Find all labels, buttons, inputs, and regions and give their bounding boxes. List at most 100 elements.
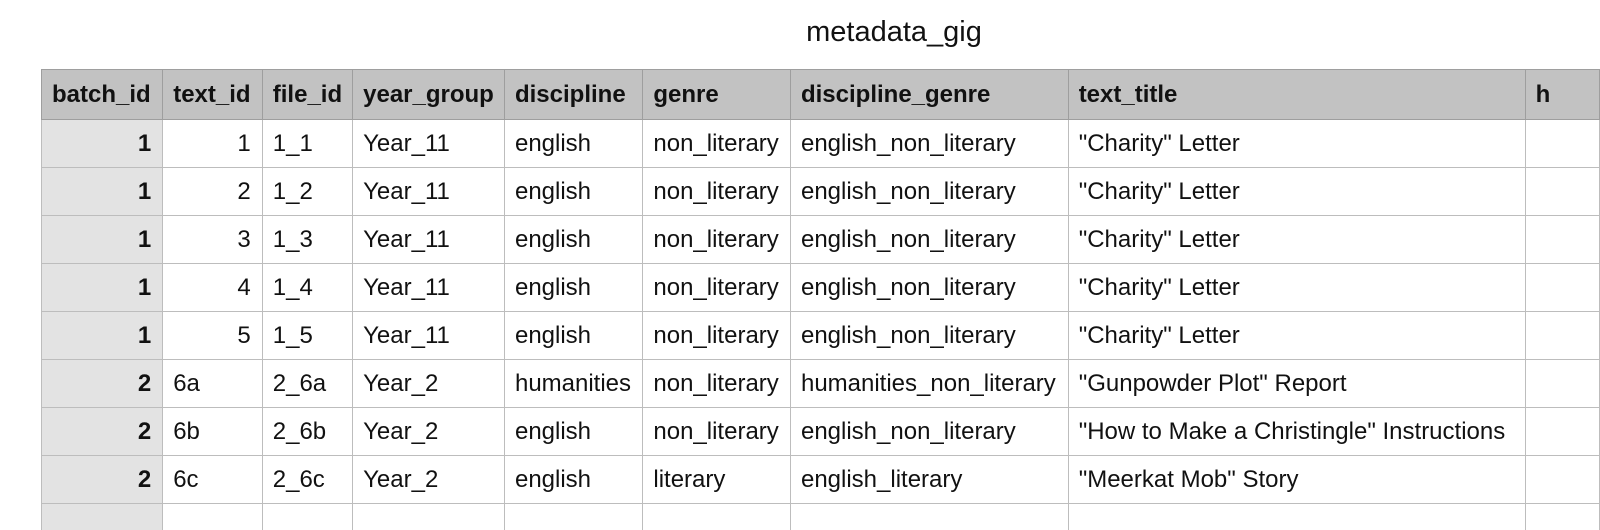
column-header-batch-id[interactable]: batch_id — [41, 69, 164, 120]
cell-file-id[interactable]: 1_1 — [261, 119, 354, 168]
cell-text-title[interactable]: "Meerkat Mob" Story — [1067, 455, 1526, 504]
cell-year-group[interactable]: Year_2 — [352, 407, 505, 456]
cell-text-id[interactable]: 6b — [162, 407, 263, 456]
table-row[interactable] — [41, 503, 1600, 530]
cell-year-group[interactable]: Year_11 — [352, 263, 505, 312]
cell-next[interactable] — [1524, 359, 1600, 408]
column-header-text-title[interactable]: text_title — [1067, 69, 1526, 120]
cell-discipline-genre[interactable]: english_non_literary — [789, 119, 1069, 168]
cell-batch-id[interactable]: 2 — [41, 359, 164, 408]
cell-next[interactable] — [1524, 455, 1600, 504]
cell-discipline[interactable]: english — [503, 455, 644, 504]
cell-year-group[interactable]: Year_2 — [352, 359, 505, 408]
cell-discipline[interactable]: english — [503, 263, 644, 312]
column-header-file-id[interactable]: file_id — [261, 69, 354, 120]
cell-discipline[interactable]: english — [503, 407, 644, 456]
cell-year-group[interactable]: Year_11 — [352, 167, 505, 216]
cell-next[interactable] — [1524, 167, 1600, 216]
cell-text-title[interactable]: "Charity" Letter — [1067, 263, 1526, 312]
cell-discipline-genre[interactable]: english_non_literary — [789, 311, 1069, 360]
cell-batch-id[interactable] — [41, 503, 164, 530]
cell-discipline-genre[interactable]: humanities_non_literary — [789, 359, 1069, 408]
cell-text-title[interactable]: "Gunpowder Plot" Report — [1067, 359, 1526, 408]
cell-text-title[interactable]: "Charity" Letter — [1067, 215, 1526, 264]
cell-genre[interactable]: non_literary — [642, 119, 791, 168]
cell-discipline[interactable]: humanities — [503, 359, 644, 408]
cell-next[interactable] — [1524, 263, 1600, 312]
cell-text-id[interactable] — [162, 503, 263, 530]
cell-batch-id[interactable]: 1 — [41, 119, 164, 168]
cell-file-id[interactable]: 1_5 — [261, 311, 354, 360]
cell-discipline-genre[interactable]: english_literary — [789, 455, 1069, 504]
cell-text-title[interactable]: "Charity" Letter — [1067, 167, 1526, 216]
cell-discipline-genre[interactable]: english_non_literary — [789, 407, 1069, 456]
cell-batch-id[interactable]: 2 — [41, 407, 164, 456]
cell-genre[interactable]: non_literary — [642, 311, 791, 360]
cell-next[interactable] — [1524, 311, 1600, 360]
cell-year-group[interactable]: Year_2 — [352, 455, 505, 504]
cell-text-id[interactable]: 3 — [162, 215, 263, 264]
cell-text-title[interactable]: "Charity" Letter — [1067, 311, 1526, 360]
cell-next[interactable] — [1524, 119, 1600, 168]
cell-batch-id[interactable]: 1 — [41, 263, 164, 312]
cell-next[interactable] — [1524, 503, 1600, 530]
cell-file-id[interactable] — [261, 503, 354, 530]
cell-text-id[interactable]: 4 — [162, 263, 263, 312]
column-header-year-group[interactable]: year_group — [352, 69, 505, 120]
cell-text-title[interactable]: "How to Make a Christingle" Instructions — [1067, 407, 1526, 456]
column-header-genre[interactable]: genre — [642, 69, 791, 120]
cell-file-id[interactable]: 1_2 — [261, 167, 354, 216]
cell-file-id[interactable]: 2_6a — [261, 359, 354, 408]
cell-year-group[interactable]: Year_11 — [352, 119, 505, 168]
cell-file-id[interactable]: 1_3 — [261, 215, 354, 264]
cell-discipline-genre[interactable] — [789, 503, 1069, 530]
cell-next[interactable] — [1524, 215, 1600, 264]
cell-file-id[interactable]: 1_4 — [261, 263, 354, 312]
cell-text-id[interactable]: 6a — [162, 359, 263, 408]
cell-batch-id[interactable]: 2 — [41, 455, 164, 504]
cell-discipline-genre[interactable]: english_non_literary — [789, 263, 1069, 312]
cell-batch-id[interactable]: 1 — [41, 167, 164, 216]
cell-next[interactable] — [1524, 407, 1600, 456]
cell-discipline[interactable]: english — [503, 215, 644, 264]
column-header-discipline-genre[interactable]: discipline_genre — [789, 69, 1069, 120]
cell-discipline[interactable]: english — [503, 119, 644, 168]
cell-year-group[interactable] — [352, 503, 505, 530]
cell-discipline-genre[interactable]: english_non_literary — [789, 215, 1069, 264]
cell-file-id[interactable]: 2_6b — [261, 407, 354, 456]
cell-text-title[interactable] — [1067, 503, 1526, 530]
cell-discipline[interactable] — [503, 503, 644, 530]
cell-text-id[interactable]: 6c — [162, 455, 263, 504]
cell-genre[interactable]: non_literary — [642, 167, 791, 216]
cell-discipline-genre[interactable]: english_non_literary — [789, 167, 1069, 216]
cell-discipline[interactable]: english — [503, 311, 644, 360]
cell-genre[interactable]: non_literary — [642, 263, 791, 312]
cell-year-group[interactable]: Year_11 — [352, 311, 505, 360]
cell-genre[interactable]: literary — [642, 455, 791, 504]
cell-discipline[interactable]: english — [503, 167, 644, 216]
cell-text-id[interactable]: 1 — [162, 119, 263, 168]
column-header-text-id[interactable]: text_id — [162, 69, 263, 120]
cell-genre[interactable]: non_literary — [642, 359, 791, 408]
column-header-discipline[interactable]: discipline — [503, 69, 644, 120]
cell-text-id[interactable]: 5 — [162, 311, 263, 360]
cell-text-title[interactable]: "Charity" Letter — [1067, 119, 1526, 168]
cell-file-id[interactable]: 2_6c — [261, 455, 354, 504]
column-header-next[interactable]: h — [1524, 69, 1600, 120]
cell-genre[interactable]: non_literary — [642, 215, 791, 264]
cell-genre[interactable] — [642, 503, 791, 530]
cell-text-id[interactable]: 2 — [162, 167, 263, 216]
cell-batch-id[interactable]: 1 — [41, 311, 164, 360]
cell-genre[interactable]: non_literary — [642, 407, 791, 456]
data-table-viewport[interactable]: batch_id text_id file_id year_group disc… — [41, 69, 1600, 530]
cell-year-group[interactable]: Year_11 — [352, 215, 505, 264]
cell-batch-id[interactable]: 1 — [41, 215, 164, 264]
